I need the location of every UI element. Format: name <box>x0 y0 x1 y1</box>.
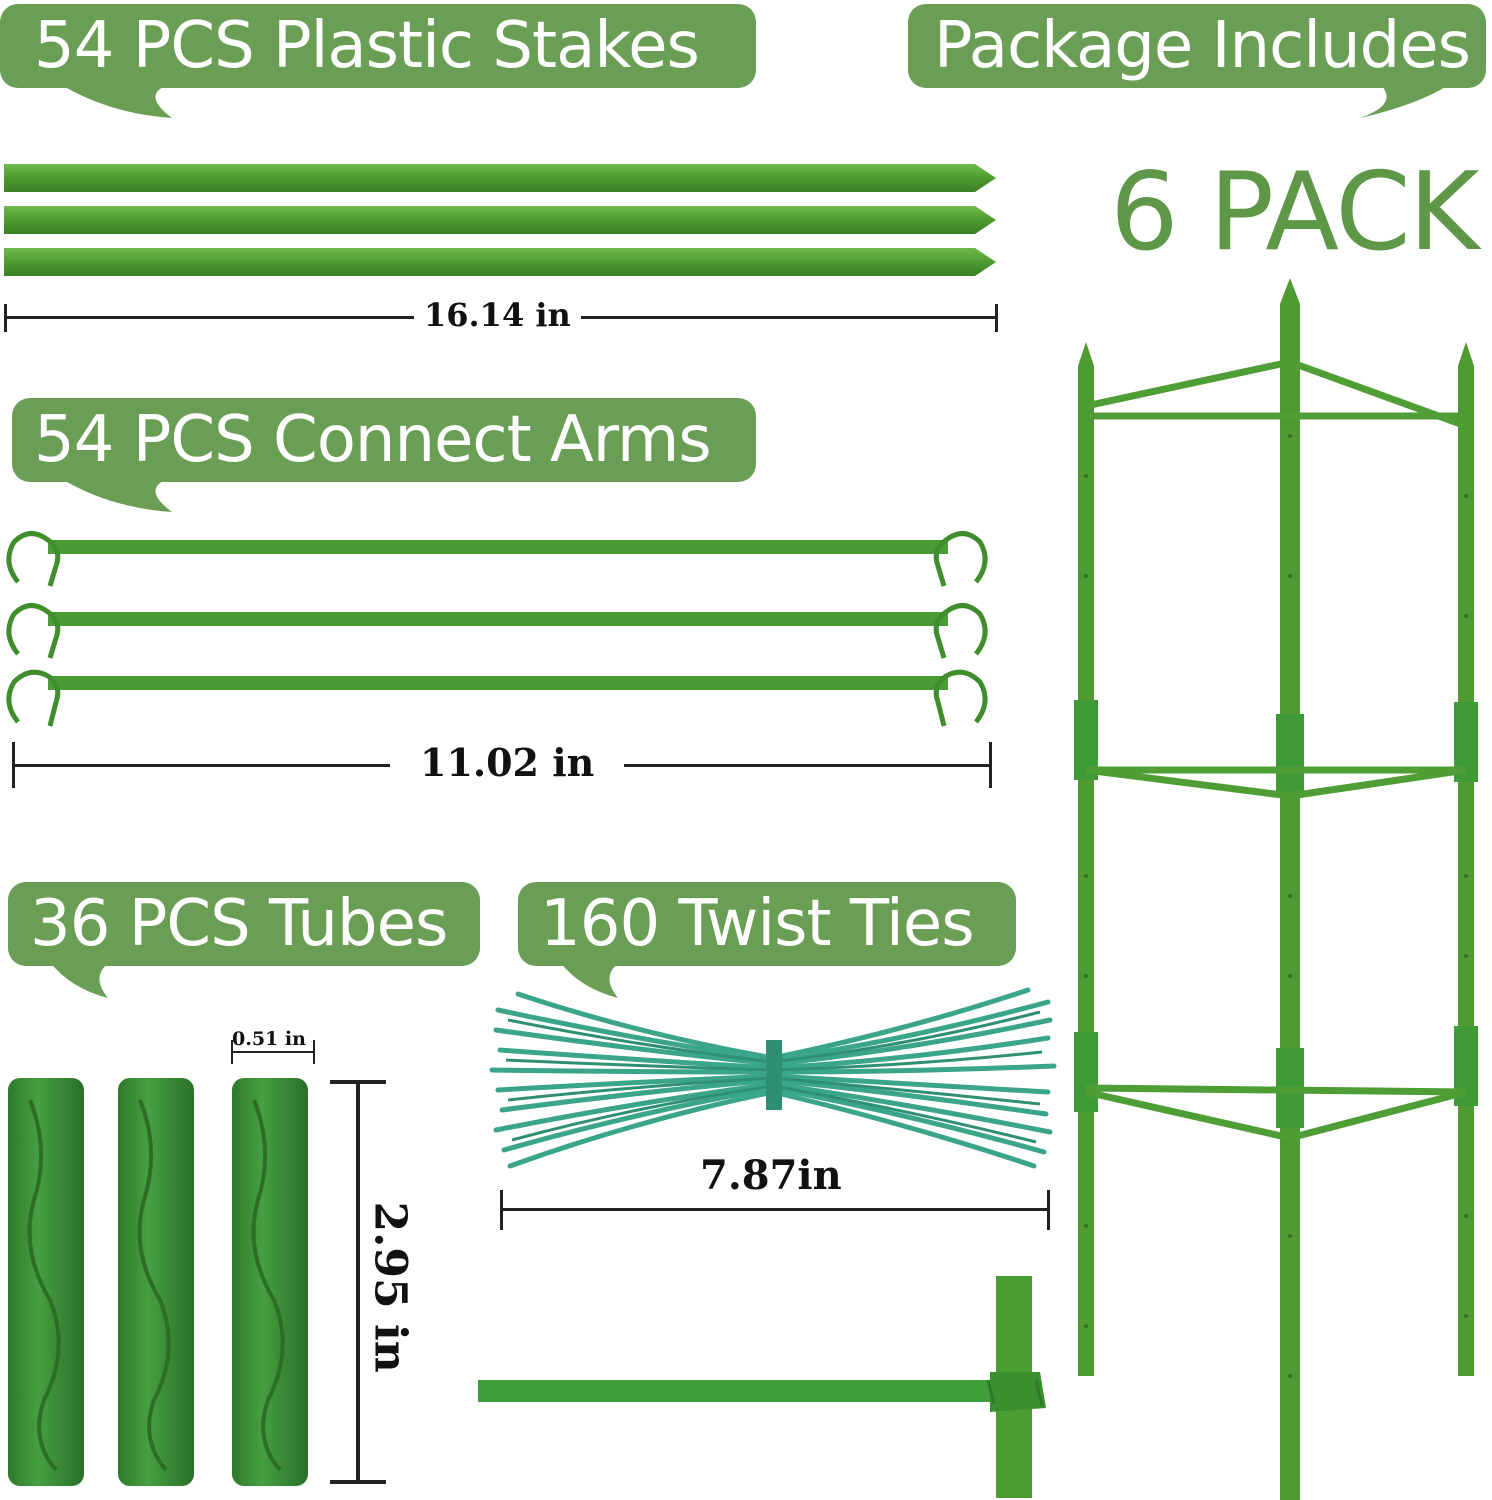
stake-2 <box>4 206 996 234</box>
stake-length-label: 16.14 in <box>414 296 581 334</box>
arm-length-label: 11.02 in <box>390 740 625 785</box>
stake-dimension-tick-right <box>995 304 998 332</box>
tie-dimension-line <box>500 1208 1050 1211</box>
joint-detail-illustration <box>478 1276 1046 1498</box>
arms-bubble-tail <box>60 478 172 512</box>
stakes-label-bubble: 54 PCS Plastic Stakes <box>0 4 756 88</box>
stake-dimension-tick-left <box>4 304 7 332</box>
stakes-label: 54 PCS Plastic Stakes <box>34 9 700 83</box>
ties-illustration <box>489 987 1057 1169</box>
stakes-bubble-tail <box>60 84 172 118</box>
tie-length-label: 7.87in <box>700 1152 842 1199</box>
arms-label-bubble: 54 PCS Connect Arms <box>12 398 756 482</box>
arm-dimension-tick-left <box>12 742 15 788</box>
ties-label-bubble: 160 Twist Ties <box>518 882 1016 966</box>
pack-count: 6 PACK <box>1110 150 1479 275</box>
arm-1 <box>6 531 988 587</box>
ties-binding <box>766 1040 782 1110</box>
ties-label: 160 Twist Ties <box>540 887 975 961</box>
arms-label: 54 PCS Connect Arms <box>34 403 712 477</box>
package-label: Package Includes <box>934 9 1471 83</box>
tubes-bubble-tail <box>50 962 110 998</box>
assembled-cage-illustration <box>1074 278 1478 1500</box>
tube-diameter-dimension <box>231 1040 315 1064</box>
tube-3 <box>232 1078 308 1486</box>
tube-1 <box>8 1078 84 1486</box>
tie-dimension-tick-right <box>1047 1190 1050 1230</box>
package-bubble-tail <box>1360 84 1450 118</box>
tube-length-dimension <box>330 1080 386 1484</box>
arms-illustration <box>6 531 988 727</box>
arm-3 <box>6 669 988 727</box>
ties-bubble-tail <box>560 962 620 998</box>
tie-dimension-tick-left <box>500 1190 503 1230</box>
arm-2 <box>6 603 988 659</box>
tube-2 <box>118 1078 194 1486</box>
tube-diameter-label: 0.51 in <box>232 1028 306 1050</box>
tubes-label: 36 PCS Tubes <box>30 887 448 961</box>
tube-length-label: 2.95 in <box>364 1191 416 1373</box>
stake-1 <box>4 164 996 192</box>
package-label-bubble: Package Includes <box>908 4 1486 88</box>
tubes-label-bubble: 36 PCS Tubes <box>8 882 480 966</box>
stakes-illustration <box>4 164 996 276</box>
tubes-illustration <box>8 1040 386 1486</box>
arm-dimension-tick-right <box>989 742 992 788</box>
stake-3 <box>4 248 996 276</box>
